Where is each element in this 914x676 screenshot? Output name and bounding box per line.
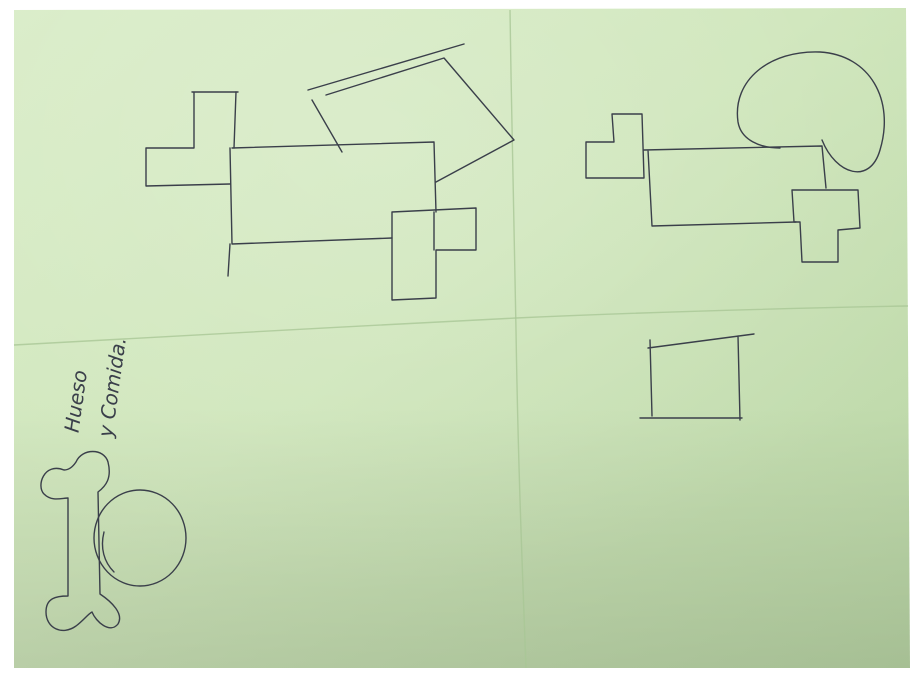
photo-of-sketch: Hueso y Comida.	[0, 0, 914, 676]
sketch-paper: Hueso y Comida.	[0, 0, 914, 676]
